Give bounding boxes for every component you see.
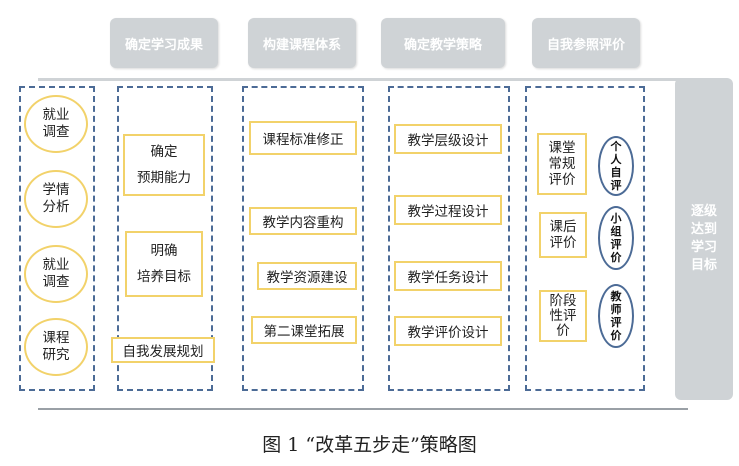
node-evaluation-design: 教学评价设计 xyxy=(394,316,502,346)
column-course-system xyxy=(242,86,364,391)
node-resource-building: 教学资源建设 xyxy=(257,262,357,290)
node-content-restructure: 教学内容重构 xyxy=(249,207,357,235)
header-learning-outcomes: 确定学习成果 xyxy=(110,18,218,68)
node-task-design: 教学任务设计 xyxy=(394,261,502,291)
node-self-development-plan: 自我发展规划 xyxy=(111,337,215,363)
node-group-assessment: 小 组 评 价 xyxy=(598,206,634,270)
node-teacher-assessment: 教 师 评 价 xyxy=(598,284,634,348)
node-level-design: 教学层级设计 xyxy=(394,124,502,154)
node-routine-evaluation: 课堂 常规 评价 xyxy=(537,133,587,195)
node-course-research: 课程 研究 xyxy=(24,318,88,376)
header-self-evaluation: 自我参照评价 xyxy=(532,18,640,68)
node-training-goal: 明确 培养目标 xyxy=(125,231,203,297)
goal-banner: 逐级 达到 学习 目标 xyxy=(675,78,733,400)
column-teaching-strategy xyxy=(388,86,510,391)
node-curriculum-standard: 课程标准修正 xyxy=(249,121,357,155)
node-process-design: 教学过程设计 xyxy=(394,195,502,225)
node-self-assessment: 个 人 自 评 xyxy=(598,136,634,196)
node-expected-ability: 确定 预期能力 xyxy=(123,134,205,196)
node-stage-evaluation: 阶段 性评 价 xyxy=(539,290,587,342)
column-research xyxy=(19,86,95,391)
divider-top xyxy=(38,78,688,81)
node-after-class-evaluation: 课后 评价 xyxy=(539,212,587,258)
node-employment-survey-2: 就业 调查 xyxy=(24,245,88,303)
header-course-system: 构建课程体系 xyxy=(248,18,356,68)
figure-caption: 图 1 “改革五步走”策略图 xyxy=(262,434,477,456)
node-employment-survey-1: 就业 调查 xyxy=(24,95,88,153)
node-learning-analysis: 学情 分析 xyxy=(24,170,88,228)
node-second-classroom: 第二课堂拓展 xyxy=(251,316,357,344)
header-teaching-strategy: 确定教学策略 xyxy=(381,18,505,68)
column-learning-outcomes xyxy=(117,86,213,391)
column-self-evaluation xyxy=(525,86,645,391)
divider-bottom xyxy=(38,408,688,410)
